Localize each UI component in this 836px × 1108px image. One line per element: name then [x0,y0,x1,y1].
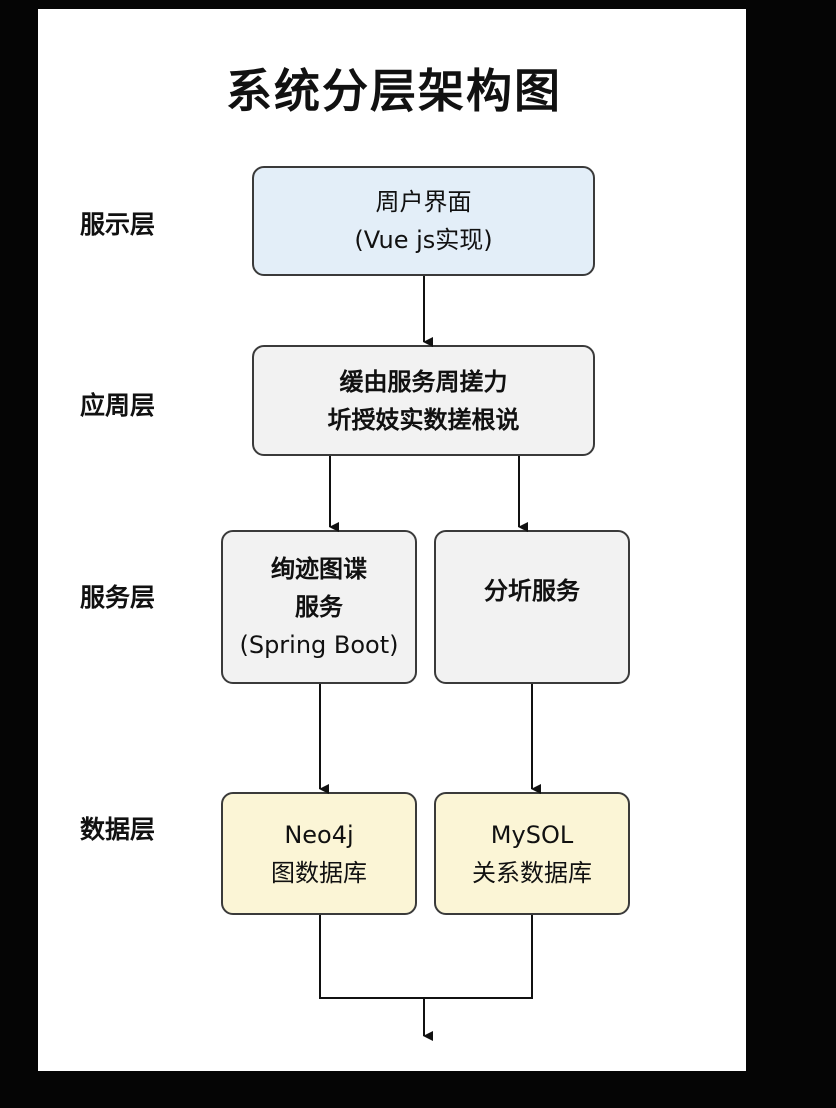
application-box: 缓由服务周搓力 圻授妓实数搓根说 [252,345,595,456]
analysis-service-box-line1: 分圻服务 [484,577,580,605]
layer-label-application: 应周层 [80,391,156,420]
graph-service-box-line1: 绚迹图谍 [271,555,367,583]
application-box-line1: 缓由服务周搓力 [339,367,508,396]
graph-service-box: 绚迹图谍 服务 (Spring Boot) [221,530,417,684]
diagram-title: 系统分层架构图 [226,64,562,118]
application-box-line2: 圻授妓实数搓根说 [327,405,520,434]
layer-label-service: 服务层 [80,583,156,612]
layer-label-presentation: 服示层 [80,210,156,239]
frontend-box-line2: (Vue js实现) [354,226,493,254]
neo4j-box: Neo4j 图数据库 [221,792,417,915]
mysql-box-line1: MySOL [490,820,574,849]
neo4j-box-line1: Neo4j [284,820,354,849]
neo4j-box-line2: 图数据库 [271,858,367,887]
graph-service-box-line3: (Spring Boot) [239,631,399,659]
frontend-box: 周户界面 (Vue js实现) [252,166,595,276]
layer-label-data: 数据层 [80,815,156,844]
frontend-box-line1: 周户界面 [375,188,472,216]
graph-service-box-line2: 服务 [295,593,343,621]
mysql-box: MySOL 关系数据库 [434,792,630,915]
mysql-box-line2: 关系数据库 [472,858,592,887]
analysis-service-box: 分圻服务 [434,530,630,684]
